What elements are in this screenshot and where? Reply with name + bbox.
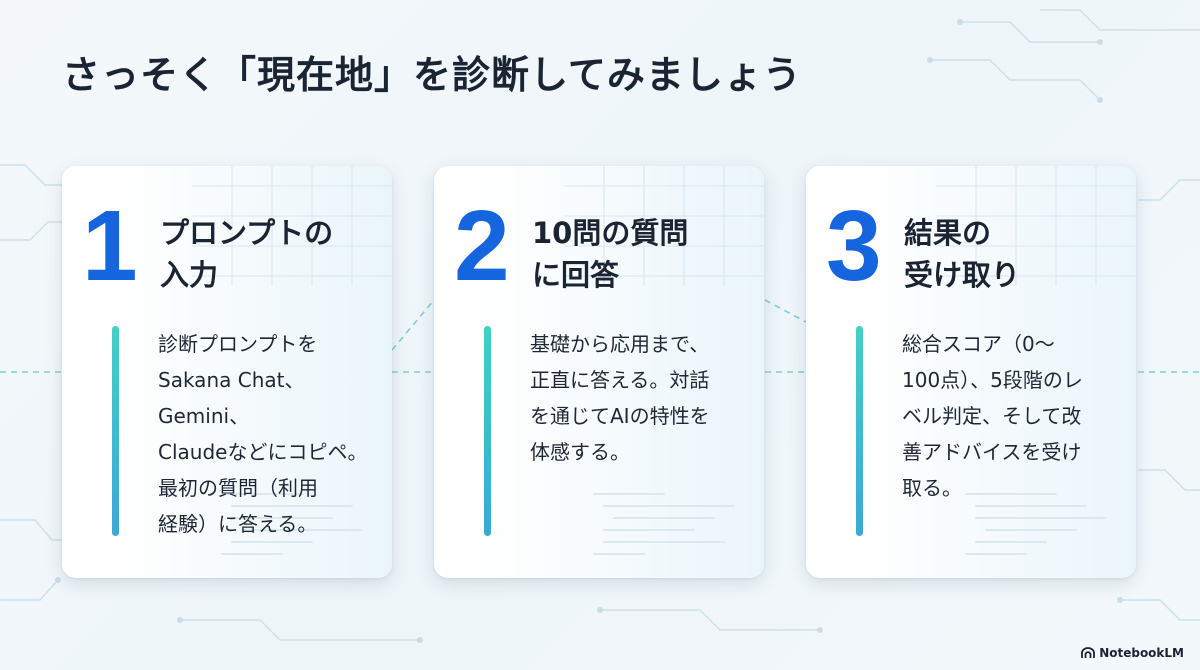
brand-label: NotebookLM: [1099, 646, 1184, 660]
step-title: 結果の 受け取り: [904, 216, 1021, 293]
notebooklm-brand: NotebookLM: [1081, 646, 1184, 660]
code-snippet-decoration: [221, 493, 363, 555]
notebooklm-icon: [1081, 647, 1096, 658]
step-description: 基礎から応用まで、 正直に答える。対話 を通じてAIの特性を 体感する。: [530, 332, 710, 464]
code-snippet-decoration: [593, 493, 735, 555]
step-title: 10問の質問 に回答: [532, 216, 689, 293]
card-shade: [856, 166, 1136, 578]
accent-bar: [856, 326, 863, 536]
step-title: プロンプトの 入力: [160, 216, 334, 293]
step-card-2: 2 10問の質問 に回答 基礎から応用まで、 正直に答える。対話 を通じてAIの…: [434, 166, 764, 578]
code-snippet-decoration: [965, 493, 1107, 555]
step-number: 1: [82, 190, 138, 302]
card-grid-decoration: [564, 166, 764, 286]
accent-bar: [484, 326, 491, 536]
card-grid-decoration: [936, 166, 1136, 286]
step-description: 診断プロンプトを Sakana Chat、Gemini、 Claudeなどにコピ…: [158, 332, 368, 536]
card-grid-decoration: [192, 166, 392, 286]
step-number: 3: [826, 190, 882, 302]
card-shade: [484, 166, 764, 578]
step-card-3: 3 結果の 受け取り 総合スコア（0～ 100点）、5段階のレ ベル判定、そして…: [806, 166, 1136, 578]
card-shade: [112, 166, 392, 578]
step-number: 2: [454, 190, 510, 302]
step-description: 総合スコア（0～ 100点）、5段階のレ ベル判定、そして改 善アドバイスを受け…: [902, 332, 1083, 500]
slide-title: さっそく「現在地」を診断してみましょう: [62, 53, 802, 97]
step-card-1: 1 プロンプトの 入力 診断プロンプトを Sakana Chat、Gemini、…: [62, 166, 392, 578]
accent-bar: [112, 326, 119, 536]
